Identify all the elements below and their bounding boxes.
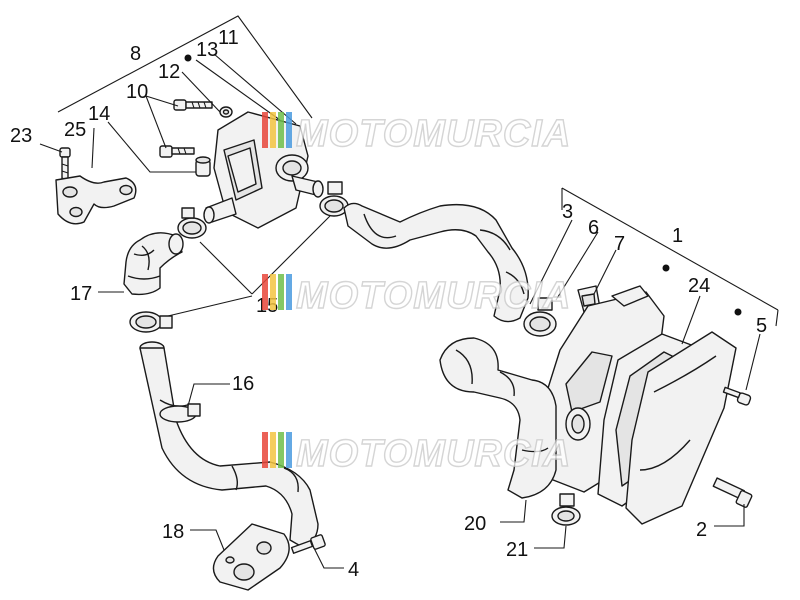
group-bracket-1	[561, 187, 779, 327]
part-21-clamp	[551, 493, 581, 526]
callout-8: 8	[130, 43, 141, 65]
watermark-2: MOTOMURCIA	[262, 274, 571, 318]
callout-12: 12	[158, 61, 180, 83]
callout-3: 3	[562, 201, 573, 223]
callout-21: 21	[506, 539, 528, 561]
callout-10: 10	[126, 81, 148, 103]
bullet-dot-cover	[734, 308, 742, 316]
part-1-reed-valve-housing	[537, 285, 665, 493]
callout-leaders	[39, 53, 761, 569]
watermark-stripe	[270, 432, 276, 468]
watermark-stripe	[262, 112, 268, 148]
callout-5: 5	[756, 315, 767, 337]
callout-6: 6	[588, 217, 599, 239]
callout-4: 4	[348, 559, 359, 581]
part-5-screw	[722, 386, 752, 406]
part-12-washer	[219, 106, 233, 118]
part-3-clamp	[523, 297, 557, 337]
watermark-stripe	[278, 274, 284, 310]
callout-17: 17	[70, 283, 92, 305]
part-25-bracket	[55, 175, 137, 225]
watermark-stripe	[278, 112, 284, 148]
part-18-flange	[212, 523, 290, 591]
part-17-elbow-hose	[123, 232, 184, 296]
callout-20: 20	[464, 513, 486, 535]
part-2-bolt	[712, 477, 753, 508]
hose-clamp-upper-left	[177, 207, 207, 239]
callout-11: 11	[218, 27, 239, 49]
callout-24: 24	[688, 275, 710, 297]
watermark-stripe	[270, 274, 276, 310]
watermark-stripe	[286, 432, 292, 468]
part-4-bolt	[290, 534, 326, 554]
watermark-3: MOTOMURCIA	[262, 432, 571, 476]
callout-16: 16	[232, 373, 254, 395]
part-5-cover	[625, 331, 737, 525]
part-14-spacer	[195, 156, 211, 177]
watermark-text: MOTOMURCIA	[296, 275, 571, 317]
hose-clamp-upper-right	[319, 181, 349, 217]
watermark-stripe	[262, 432, 268, 468]
part-15-hose-clamp	[129, 311, 173, 333]
part-20-hose	[439, 337, 557, 499]
callout-labels: 8 13 11 12 10 14 25 23 17 1 5 16 18 4 3 6…	[10, 27, 767, 581]
bullet-dot-13	[184, 54, 192, 62]
watermark-text: MOTOMURCIA	[296, 113, 571, 155]
callout-18: 18	[162, 521, 184, 543]
callout-7: 7	[614, 233, 625, 255]
callout-1: 1	[672, 225, 683, 247]
callout-14: 14	[88, 103, 110, 125]
part-10-bolt-upper	[173, 99, 213, 111]
watermark-stripe	[278, 432, 284, 468]
part-16-clamp	[159, 403, 201, 423]
watermark-stripe	[286, 274, 292, 310]
watermark-stripe	[286, 112, 292, 148]
watermark-stripe	[262, 274, 268, 310]
part-10-bolt-lower	[159, 145, 195, 158]
bullet-dot-reed	[662, 264, 670, 272]
hose-upper-long	[343, 202, 529, 323]
callout-25: 25	[64, 119, 86, 141]
callout-23: 23	[10, 125, 32, 147]
watermark-1: MOTOMURCIA	[262, 112, 571, 156]
group-bracket-8	[57, 15, 313, 119]
callout-13: 13	[196, 39, 218, 61]
callout-2: 2	[696, 519, 707, 541]
watermark-text: MOTOMURCIA	[296, 433, 571, 475]
watermark-stripe	[270, 112, 276, 148]
secondary-air-valve	[203, 111, 324, 229]
